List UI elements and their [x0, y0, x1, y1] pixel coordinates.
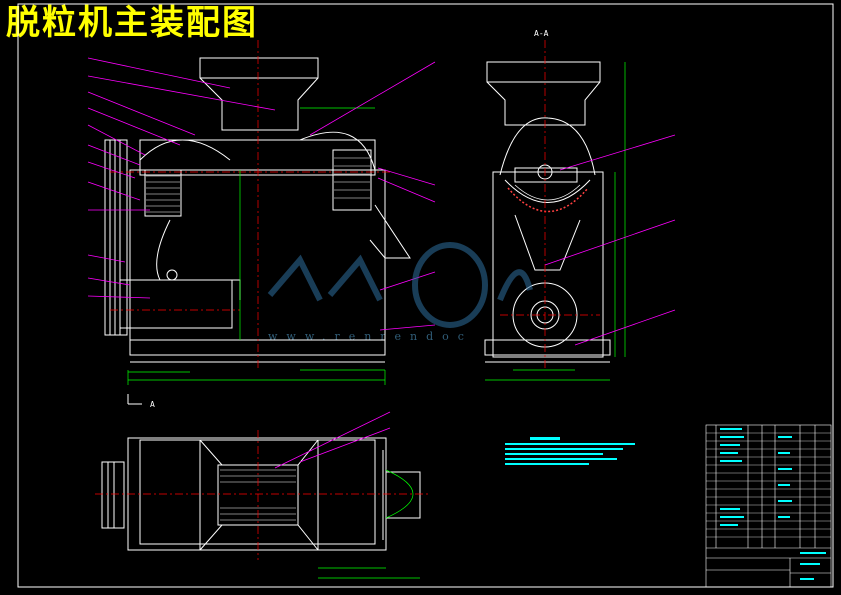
- side-centerlines: [500, 40, 600, 370]
- front-dimensions: [127, 107, 386, 385]
- side-funnel: [514, 214, 581, 271]
- section-view-label: A-A: [534, 29, 549, 38]
- screen-left: [144, 169, 182, 217]
- technical-notes: [505, 437, 635, 465]
- side-leaders: [544, 134, 676, 346]
- side-frame: [492, 171, 604, 358]
- base-frame: [129, 339, 386, 356]
- top-outlet: [386, 471, 421, 519]
- sheet-border: [17, 3, 834, 588]
- section-arrow: [127, 394, 142, 405]
- upper-housing: [139, 139, 376, 176]
- side-concave-teeth: [507, 187, 589, 213]
- front-view: [104, 57, 411, 363]
- parts-list: [705, 424, 832, 588]
- parts-list-text: [720, 428, 826, 580]
- side-concave: [504, 179, 591, 203]
- hopper: [199, 57, 319, 131]
- section-arrow-label: A: [150, 400, 155, 409]
- side-dimensions: [485, 62, 626, 381]
- side-base: [484, 339, 611, 356]
- discharge-chute: [369, 204, 411, 259]
- top-dimensions: [318, 469, 420, 579]
- side-drum-cover: [499, 117, 596, 176]
- motor: [119, 279, 233, 329]
- drawing-title: 脱粒机主装配图: [6, 3, 258, 43]
- screen-right: [332, 149, 372, 211]
- front-leaders: [87, 57, 436, 331]
- top-pulley: [101, 461, 125, 529]
- side-hopper: [486, 61, 601, 126]
- side-view: [484, 61, 611, 363]
- front-centerlines: [110, 40, 390, 370]
- top-leaders: [274, 411, 391, 469]
- watermark-logo: [267, 242, 533, 328]
- top-centerlines: [95, 430, 430, 560]
